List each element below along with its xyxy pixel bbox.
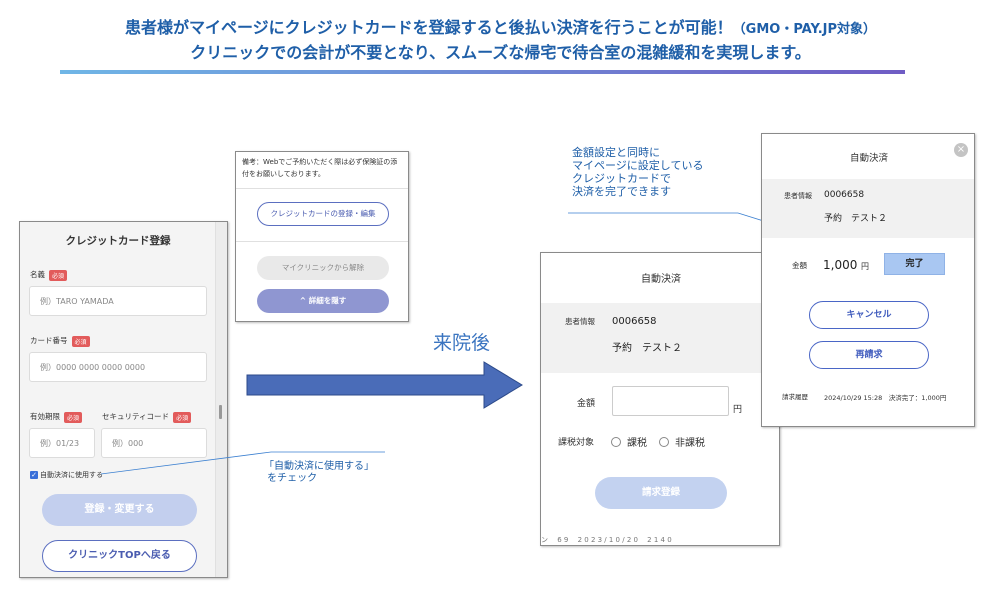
billing-register-button[interactable]: 請求登録 [595, 477, 727, 509]
checkbox-checked-icon[interactable]: ✓ [30, 471, 38, 479]
hide-details-button[interactable]: ^ 詳細を隠す [257, 289, 389, 313]
headline-line1-main: 患者様がマイページにクレジットカードを登録すると後払い決済を行うことが可能！ [124, 18, 733, 37]
card-number-input[interactable]: 例）0000 0000 0000 0000 [29, 352, 207, 382]
autopay-input-modal: 自動決済 患者情報 0006658 予約 テスト２ 金額 円 課税対象 課税 非… [540, 252, 780, 546]
credit-card-edit-button[interactable]: クレジットカードの登録・編集 [257, 202, 389, 226]
done-button[interactable]: 完了 [884, 253, 945, 275]
patient-name: 予約 テスト２ [824, 214, 888, 224]
scrollbar[interactable] [215, 222, 227, 577]
unlink-clinic-button[interactable]: マイクリニックから解除 [257, 256, 389, 280]
divider [236, 188, 408, 189]
name-label-row: 名義必須 [30, 269, 68, 281]
cvc-label-row: セキュリティコード必須 [102, 411, 192, 423]
autopay-checkbox-label: 自動決済に使用する [40, 471, 103, 479]
billing-history-value: 2024/10/29 15:28 決済完了：1,000円 [824, 394, 947, 402]
check-callout-line [100, 451, 272, 475]
rebill-button[interactable]: 再請求 [809, 341, 929, 369]
required-badge: 必須 [173, 411, 192, 423]
required-badge: 必須 [49, 269, 68, 281]
tax-target-label: 課税対象 [558, 438, 595, 448]
expiry-label-row: 有効期限必須 [30, 411, 83, 423]
patient-info-label: 患者情報 [784, 192, 812, 200]
close-icon[interactable]: × [954, 143, 968, 157]
cancel-button[interactable]: キャンセル [809, 301, 929, 329]
radio-icon[interactable] [611, 436, 621, 447]
amount-input[interactable] [612, 386, 729, 416]
credit-card-registration-panel: クレジットカード登録 名義必須 例）TARO YAMADA カード番号必須 例）… [19, 221, 228, 578]
headline-line1-note: （GMO・PAY.JP対象） [732, 22, 877, 37]
name-label: 名義 [30, 270, 45, 279]
autopay-completed-modal: 自動決済 × 患者情報 0006658 予約 テスト２ 金額 1,000 円 完… [761, 133, 975, 427]
billing-history-label: 請求履歴 [782, 393, 808, 401]
patient-info-band [541, 303, 779, 373]
patient-id: 0006658 [824, 190, 865, 200]
amount-unit: 円 [733, 405, 743, 415]
mypage-card-panel: 備考：Webでご予約いただく際は必ず保険証の添付をお願いしております。 クレジッ… [235, 151, 409, 322]
amount-unit: 円 [861, 262, 869, 271]
header-divider [60, 70, 905, 74]
card-number-label-row: カード番号必須 [30, 335, 90, 347]
cvc-label: セキュリティコード [102, 412, 170, 421]
expiry-input[interactable]: 例）01/23 [29, 428, 95, 458]
patient-info-label: 患者情報 [565, 317, 595, 326]
tax-option-taxable[interactable]: 課税 [611, 434, 647, 449]
autopay-title: 自動決済 [641, 274, 681, 285]
back-to-clinic-top-button[interactable]: クリニックTOPへ戻る [42, 540, 197, 572]
mypage-note: 備考：Webでご予約いただく際は必ず保険証の添付をお願いしております。 [242, 158, 398, 178]
amount-label: 金額 [577, 399, 596, 409]
tax-option-taxable-label: 課税 [627, 438, 647, 449]
autopay-checkbox-row[interactable]: ✓ 自動決済に使用する [30, 470, 103, 480]
patient-id: 0006658 [612, 316, 657, 327]
tax-option-nontaxable[interactable]: 非課税 [659, 434, 705, 449]
divider [236, 241, 408, 242]
required-badge: 必須 [71, 335, 90, 347]
amount-callout-text: 金額設定と同時に マイページに設定している クレジットカードで 決済を完了できま… [572, 146, 704, 198]
flow-arrow-icon [246, 361, 523, 409]
scrollbar-thumb[interactable] [219, 405, 222, 419]
register-submit-button[interactable]: 登録・変更する [42, 494, 197, 526]
card-number-label: カード番号 [30, 336, 68, 345]
security-code-input[interactable]: 例）000 [101, 428, 207, 458]
card-holder-name-input[interactable]: 例）TARO YAMADA [29, 286, 207, 316]
tax-option-nontaxable-label: 非課税 [675, 438, 705, 449]
headline-line2: クリニックでの会計が不要となり、スムーズな帰宅で待合室の混雑緩和を実現します。 [190, 43, 811, 62]
radio-icon[interactable] [659, 436, 669, 447]
expiry-label: 有効期限 [30, 412, 60, 421]
check-callout-text: 「自動決済に使用する」 をチェック [264, 461, 374, 484]
patient-name: 予約 テスト２ [612, 343, 682, 354]
after-visit-label: 来院後 [433, 332, 491, 354]
patient-info-band [762, 179, 974, 238]
required-badge: 必須 [64, 411, 83, 423]
background-row-fragment: ン 6 9 2 0 2 3 / 1 0 / 2 0 2 1 4 0 [541, 536, 672, 544]
autopay-done-title: 自動決済 [849, 153, 888, 164]
headline-line1: 患者様がマイページにクレジットカードを登録すると後払い決済を行うことが可能！（G… [0, 14, 1001, 38]
registration-title: クレジットカード登録 [65, 235, 171, 247]
amount-label: 金額 [792, 261, 807, 270]
amount-value: 1,000 [823, 258, 858, 272]
